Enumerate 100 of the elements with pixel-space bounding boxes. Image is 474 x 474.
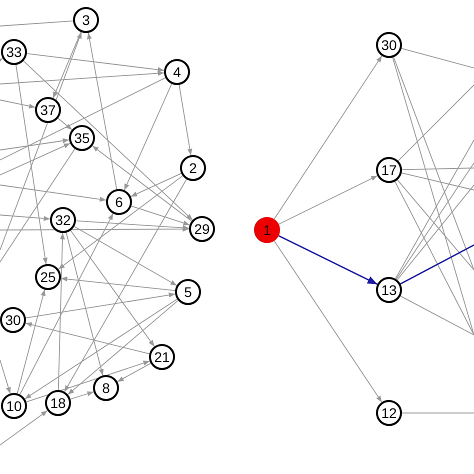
node-label: 32 [55,213,71,227]
arrow [278,175,378,225]
node-label: 35 [74,131,90,145]
arrow [70,230,155,347]
arrow [130,206,190,226]
node-circle [93,375,119,401]
arrow [0,360,11,394]
node-label: 3 [82,13,90,27]
node-circle [376,157,402,183]
arrow [0,410,48,446]
arrow [0,100,36,109]
node-label: 4 [173,65,181,79]
arrow [64,178,187,392]
node-circle [69,125,95,151]
arrow [25,322,150,354]
arrow [66,232,104,376]
link-line [398,84,474,162]
node-circle [35,264,61,290]
link-line [393,56,474,270]
arrow [58,232,65,390]
arrow [0,138,70,150]
node-label: 5 [184,285,192,299]
source-node-circle [254,217,280,243]
node-label: 17 [381,163,397,177]
node-label: 2 [189,161,197,175]
node-circle [376,400,402,426]
arrow [124,83,172,191]
node-label: 37 [40,103,56,117]
link-line [394,140,474,280]
node-label: 10 [6,399,22,413]
node-circle [35,97,61,123]
link-line [394,181,474,336]
link-line [396,184,474,280]
node-label: 33 [6,45,22,59]
link-line [400,296,474,336]
arrow [0,58,4,64]
arrow [130,172,182,198]
arrow [0,32,82,250]
arrow [274,240,382,403]
arrow [23,60,193,221]
link-line [402,168,474,170]
link-line [0,148,76,262]
node-circle [50,207,76,233]
arrow [0,142,71,176]
arrow [58,118,72,130]
node-circle [1,39,27,65]
node-label: 30 [5,313,21,327]
link-line [392,57,474,336]
link-line [400,244,474,285]
node-circle [376,277,402,303]
arrow [67,300,179,395]
node-circle [73,7,99,33]
link-line [0,77,166,160]
arrow [70,391,94,400]
node-label: 8 [102,381,110,395]
arrow [0,184,107,202]
arrow [60,276,176,292]
node-circle [164,59,190,85]
node-circle [180,155,206,181]
link-line [401,172,474,190]
arrow [274,55,382,220]
link-line [396,179,474,270]
arrow [52,32,82,98]
arrow [16,64,48,265]
node-label: 13 [381,283,397,297]
arrow [74,226,178,286]
link-line [402,412,474,414]
arrow [76,220,190,230]
arrow [26,53,165,72]
arrow [16,289,46,394]
node-circle [376,32,402,58]
node-circle [189,216,215,242]
link-line [401,48,474,68]
node-label: 29 [194,222,210,236]
node-label: 25 [40,270,56,284]
arrow [92,145,192,222]
arrow [86,32,118,190]
node-circle [175,279,201,305]
arrow [178,84,192,156]
node-circle [45,390,71,416]
node-circle [0,307,26,333]
arrow [278,235,378,285]
arrow [20,213,114,395]
node-label: 18 [50,396,66,410]
link-line [396,162,474,280]
node-circle [1,393,27,419]
node-label: 12 [381,406,397,420]
node-label: 6 [115,195,123,209]
node-label: 21 [154,350,170,364]
arrow [0,70,164,84]
arrow [24,298,178,400]
arrow [0,226,190,232]
node-circle [149,344,175,370]
node-label: 30 [381,38,397,52]
arrow [58,175,184,270]
node-label: 1 [263,223,271,237]
node-circle [106,189,132,215]
arrow [116,362,152,382]
arrow [0,214,50,221]
link-line [0,20,74,26]
